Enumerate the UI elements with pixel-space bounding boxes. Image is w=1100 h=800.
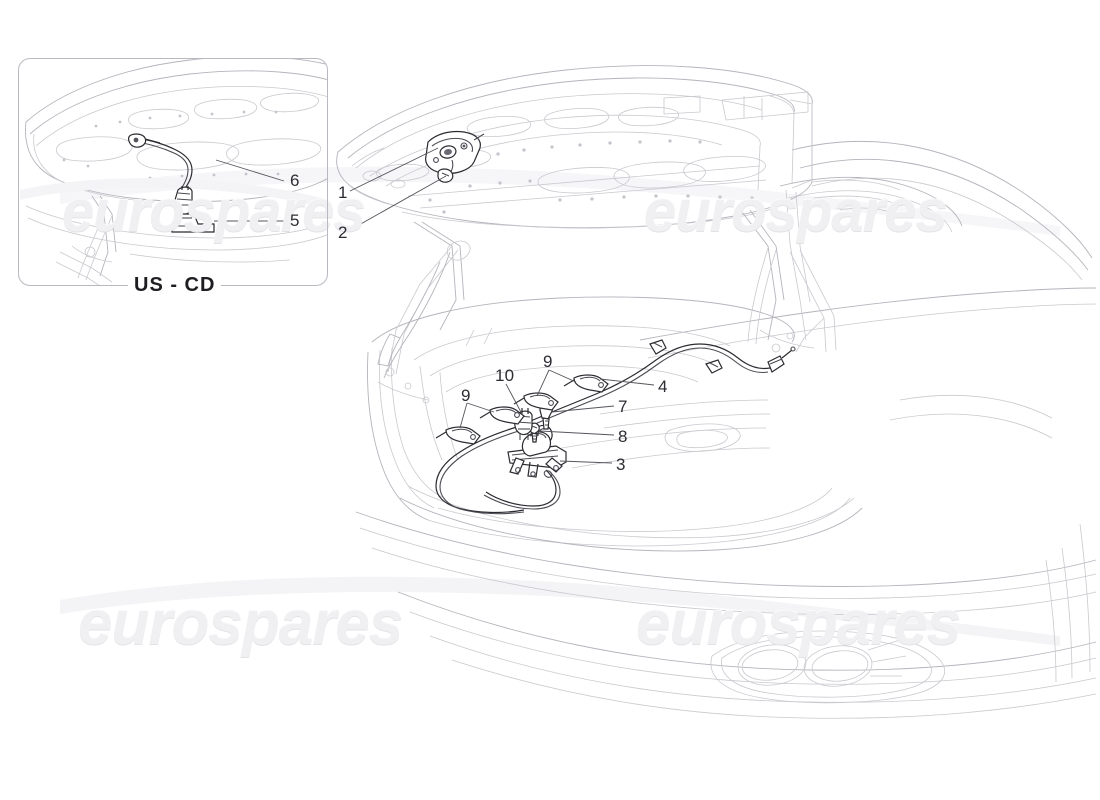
leader-9b bbox=[459, 402, 468, 429]
callout-3: 3 bbox=[616, 455, 626, 474]
callout-1: 1 bbox=[338, 183, 348, 202]
leader-4 bbox=[599, 378, 655, 386]
inset-part-5-release-handle bbox=[171, 186, 215, 233]
part-3-lock-assembly bbox=[483, 424, 567, 510]
callout-9-left: 9 bbox=[461, 386, 471, 405]
lid-hinge-strut-right bbox=[741, 189, 837, 353]
part-9-cable-clip bbox=[435, 426, 481, 445]
cable-run-left bbox=[435, 425, 525, 515]
callout-7: 7 bbox=[618, 397, 628, 416]
callout-6: 6 bbox=[290, 171, 300, 190]
exhaust-outlets bbox=[710, 630, 945, 704]
callout-9-right: 9 bbox=[543, 352, 553, 371]
leader-3 bbox=[559, 460, 613, 464]
lid-hinge-strut bbox=[377, 221, 471, 404]
leader-9b2 bbox=[466, 402, 495, 413]
leader-1 bbox=[349, 147, 439, 192]
callout-4: 4 bbox=[658, 377, 668, 396]
leader-7 bbox=[551, 405, 615, 413]
callout-2: 2 bbox=[338, 223, 348, 242]
callout-8: 8 bbox=[618, 427, 628, 446]
leader-9a bbox=[536, 369, 550, 397]
leader-2 bbox=[349, 175, 447, 231]
callout-10: 10 bbox=[495, 366, 515, 385]
inset-panel-label: US - CD bbox=[128, 274, 222, 297]
leader-8 bbox=[539, 430, 615, 436]
trunk-aperture bbox=[367, 296, 863, 552]
part-4-release-cable bbox=[523, 339, 796, 429]
callout-5: 5 bbox=[290, 211, 300, 230]
part-9-cable-clip bbox=[563, 374, 609, 393]
cable-clip bbox=[649, 339, 667, 355]
leader-6 bbox=[215, 159, 285, 182]
rear-shelf bbox=[811, 179, 903, 217]
part-9-cable-clip bbox=[479, 406, 525, 425]
inset-part-6-release-cable bbox=[128, 133, 193, 191]
cable-clip bbox=[705, 359, 723, 374]
leader-9a2 bbox=[548, 369, 577, 383]
car-body-outline bbox=[355, 141, 1097, 719]
part-1-lid-lock-actuator bbox=[425, 130, 485, 175]
leader-10 bbox=[505, 383, 523, 415]
inset-panel-border bbox=[18, 58, 328, 286]
part-9-cable-clip bbox=[513, 392, 559, 411]
